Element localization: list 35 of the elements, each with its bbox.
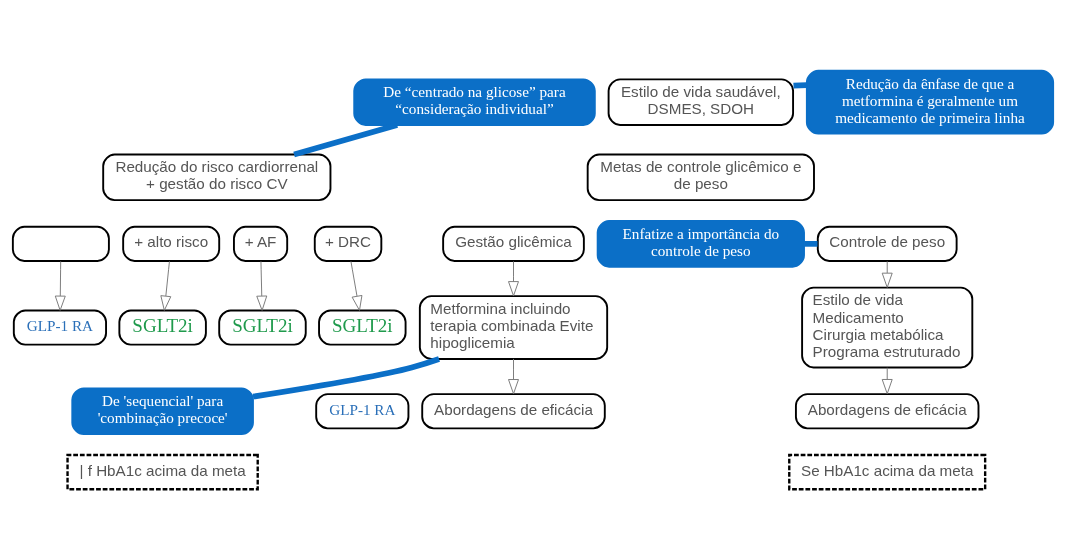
node-box: Redução do risco cardiorrenal + gestão do risco CV [102, 153, 332, 201]
connector [793, 81, 807, 89]
node-box: SGLT2i [318, 309, 407, 346]
arrow [350, 260, 363, 311]
node-box: GLP-1 RA [12, 309, 107, 346]
node-box: SGLT2i [118, 309, 207, 346]
node-box: Gestão glicêmica [442, 225, 585, 262]
node-box: De 'sequencial' para 'combinação precoce' [71, 386, 254, 435]
arrow [160, 260, 172, 311]
node-box: Abordagens de eficácia [794, 392, 980, 429]
node-box: Redução da ênfase de que a metformina é geralmente um medicamento de primeira linha [805, 69, 1055, 134]
node-box: GLP-1 RA [315, 392, 410, 429]
node-box: Metas de controle glicêmico e de peso [586, 153, 815, 201]
arrow [881, 366, 893, 394]
node-box: Estilo de vida Medicamento Cirurgia metabólica Programa estruturado [801, 286, 974, 368]
node-box: | f HbA1c acima da meta [66, 453, 259, 490]
node-box: SGLT2i [218, 309, 307, 346]
arrow [508, 260, 519, 296]
node-box: Abordagens de eficácia [421, 392, 606, 429]
node-box [11, 225, 110, 262]
node-box: + AF [233, 225, 289, 262]
node-box: Estilo de vida saudável, DSMES, SDOH [607, 77, 795, 126]
connector [804, 240, 818, 247]
node-box: De “centrado na glicose” para “consideração individual” [353, 77, 596, 126]
connector [252, 355, 440, 399]
node-box: Metformina incluindo terapia combinada Evite hipoglicemia [418, 294, 609, 360]
arrow [508, 357, 519, 394]
arrow [881, 260, 893, 288]
node-box: Enfatize a importância do controle de peso [596, 219, 805, 268]
arrow [256, 260, 268, 311]
node-box: Se HbA1c acima da meta [788, 453, 987, 490]
node-box: + DRC [313, 225, 383, 262]
arrow [54, 260, 66, 311]
node-box: Controle de peso [816, 225, 958, 262]
node-box: + alto risco [122, 225, 221, 262]
